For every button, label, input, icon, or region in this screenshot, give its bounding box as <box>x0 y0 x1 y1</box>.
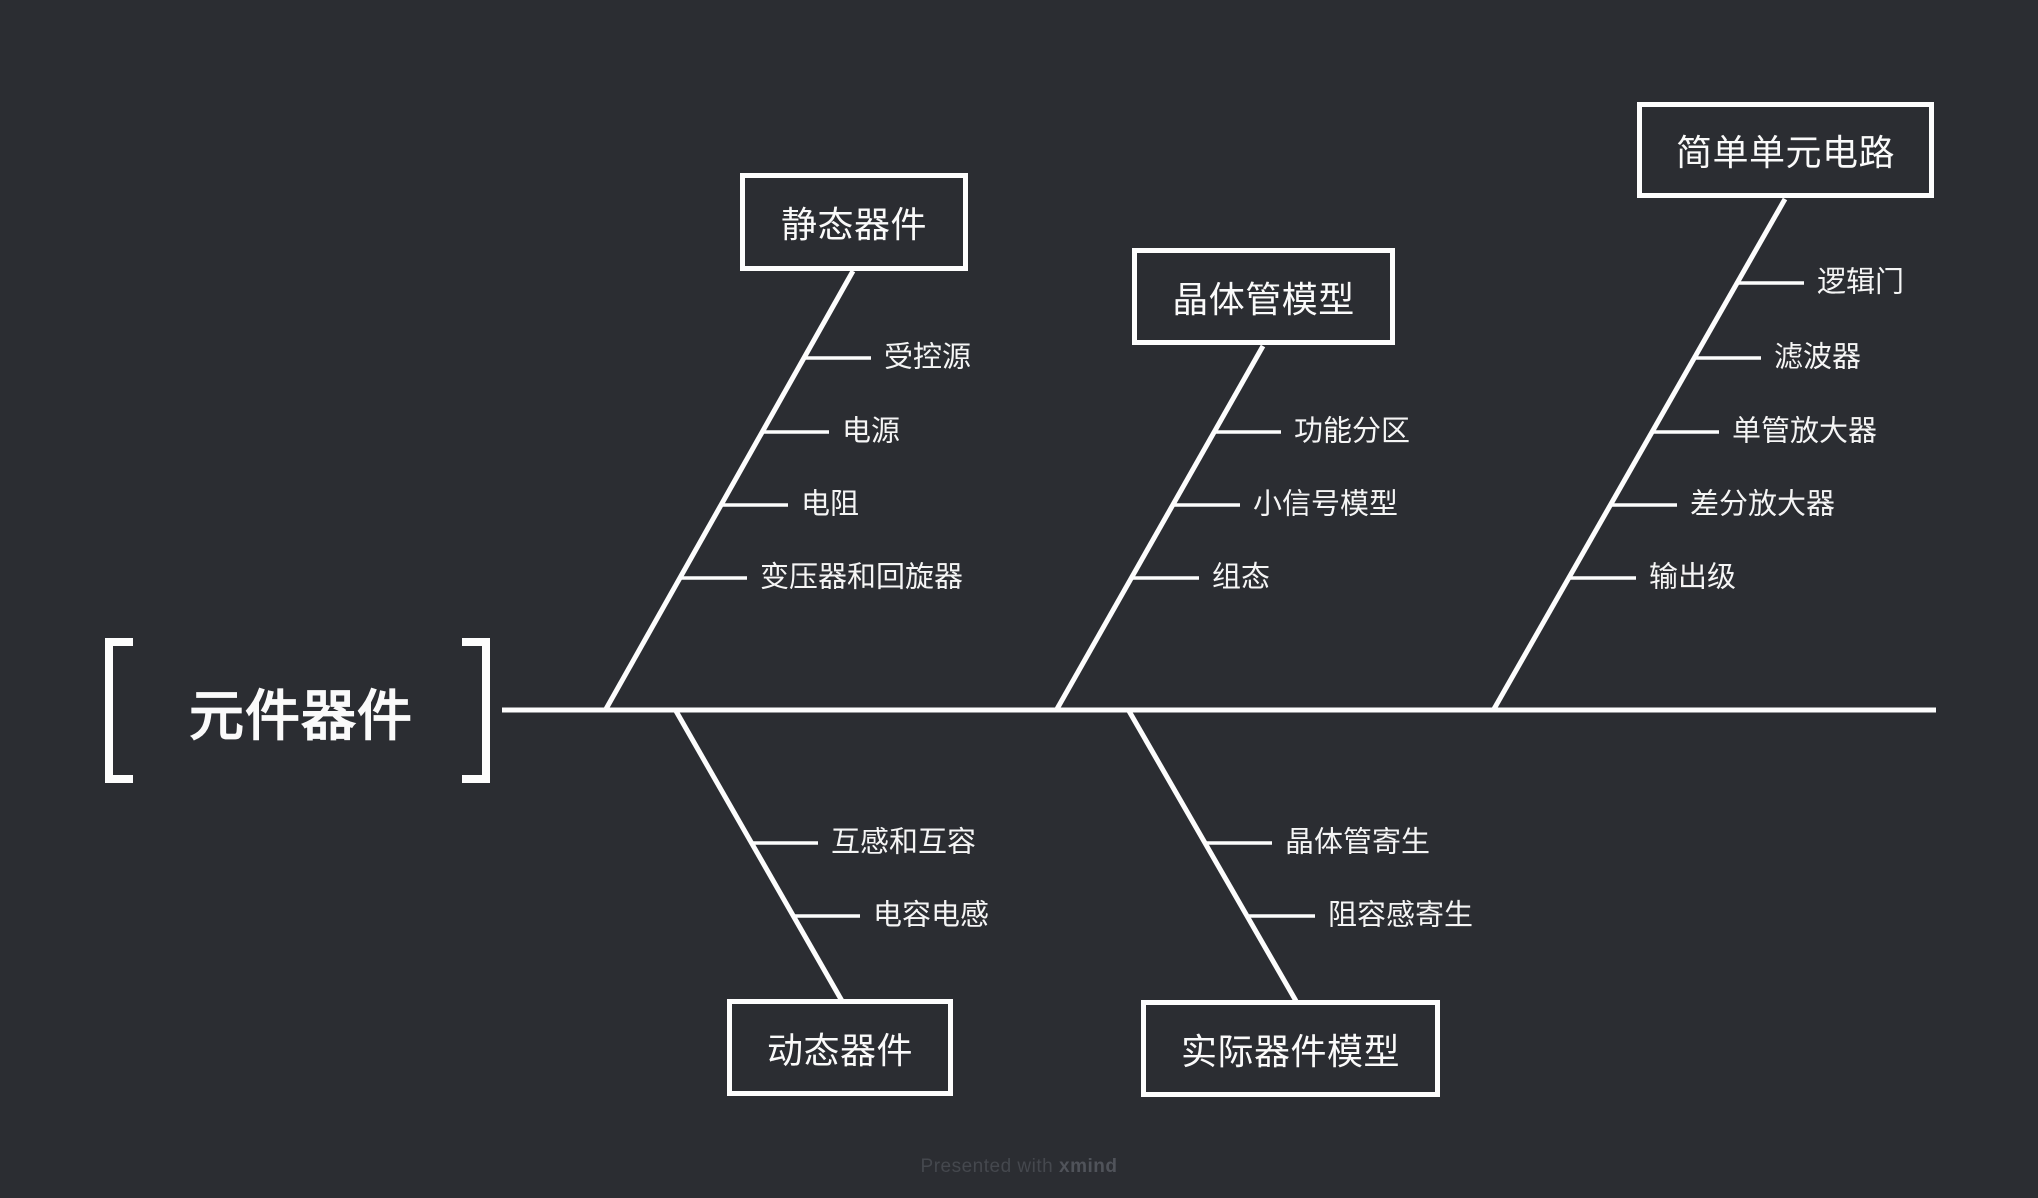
branch-line-static-devices <box>603 269 856 711</box>
subtopic-label[interactable]: 组态 <box>1212 561 1271 594</box>
root-topic[interactable]: 元件器件 <box>188 685 413 747</box>
watermark: Presented with xmind <box>0 1156 2038 1178</box>
subtopic-label[interactable]: 互感和互容 <box>831 826 977 859</box>
subtopic-label[interactable]: 受控源 <box>884 341 972 374</box>
subtopic-label[interactable]: 晶体管寄生 <box>1285 826 1431 859</box>
branch-line-actual-device-model <box>1126 709 1299 1003</box>
branch-topic-static-devices[interactable]: 静态器件 <box>740 173 968 271</box>
subtopic-label[interactable]: 单管放大器 <box>1732 415 1878 448</box>
subtopic-label[interactable]: 阻容感寄生 <box>1328 899 1474 932</box>
watermark-text: Presented with <box>920 1156 1054 1177</box>
branch-line-dynamic-devices <box>673 709 845 1003</box>
branch-topic-actual-device-model[interactable]: 实际器件模型 <box>1141 1000 1440 1097</box>
subtopic-label[interactable]: 电容电感 <box>873 899 990 932</box>
branch-topic-transistor-model[interactable]: 晶体管模型 <box>1132 248 1395 345</box>
root-bracket-right-icon <box>462 638 490 783</box>
branch-line-simple-unit-circuits <box>1491 197 1788 711</box>
subtopic-label[interactable]: 差分放大器 <box>1690 488 1836 521</box>
xmind-brand[interactable]: xmind <box>1059 1156 1118 1177</box>
subtopic-label[interactable]: 功能分区 <box>1294 415 1411 448</box>
subtopic-label[interactable]: 逻辑门 <box>1817 266 1905 299</box>
root-bracket-left-icon <box>105 638 133 783</box>
subtopic-label[interactable]: 小信号模型 <box>1253 488 1399 521</box>
subtopic-label[interactable]: 电阻 <box>801 488 860 521</box>
subtopic-label[interactable]: 输出级 <box>1649 561 1737 594</box>
branch-topic-dynamic-devices[interactable]: 动态器件 <box>727 999 953 1096</box>
subtopic-label[interactable]: 电源 <box>842 415 901 448</box>
subtopic-label[interactable]: 变压器和回旋器 <box>760 561 964 594</box>
branch-topic-simple-unit-circuits[interactable]: 简单单元电路 <box>1637 102 1934 198</box>
subtopic-label[interactable]: 滤波器 <box>1774 341 1862 374</box>
branch-line-transistor-model <box>1054 344 1266 711</box>
